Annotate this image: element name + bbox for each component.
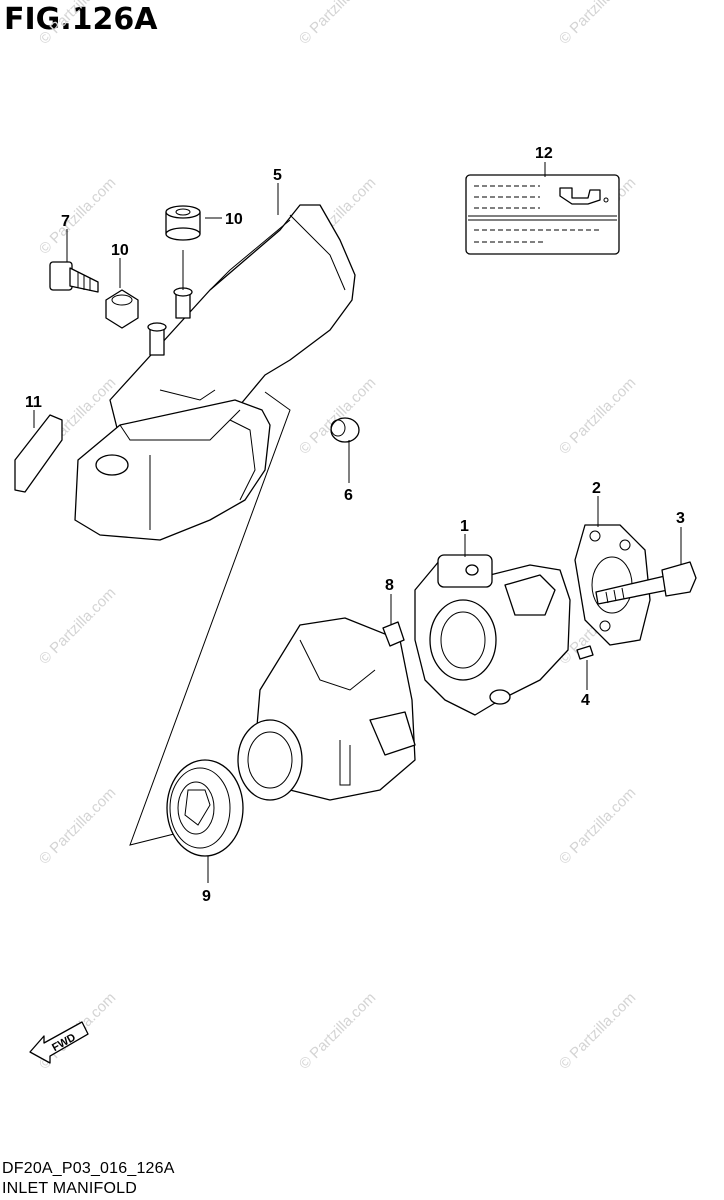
part-3-bolt bbox=[595, 561, 697, 605]
part-6-grommet bbox=[330, 417, 360, 443]
callout-3: 3 bbox=[676, 510, 685, 527]
watermark: © Partzilla.com bbox=[556, 989, 639, 1072]
part-5-silencer-case bbox=[74, 204, 356, 541]
callout-9: 9 bbox=[202, 888, 211, 905]
part-1-inlet-manifold bbox=[414, 554, 571, 716]
watermark: © Partzilla.com bbox=[36, 174, 119, 257]
watermark: © Partzilla.com bbox=[556, 0, 639, 48]
part-8-clip bbox=[382, 621, 405, 647]
watermark: © Partzilla.com bbox=[36, 784, 119, 867]
figure-title: FIG.126A bbox=[4, 2, 158, 37]
callout-10-upper: 10 bbox=[225, 211, 243, 228]
part-10-grommet-upper bbox=[165, 205, 201, 241]
drawing-code: DF20A_P03_016_126A bbox=[2, 1160, 175, 1177]
watermark: © Partzilla.com bbox=[296, 0, 379, 48]
callout-7: 7 bbox=[61, 213, 70, 230]
watermark: © Partzilla.com bbox=[556, 784, 639, 867]
callout-4: 4 bbox=[581, 692, 590, 709]
callout-1: 1 bbox=[460, 518, 469, 535]
watermark: © Partzilla.com bbox=[36, 0, 119, 48]
watermark: © Partzilla.com bbox=[36, 584, 119, 667]
part-11-tape bbox=[14, 414, 63, 493]
callout-12: 12 bbox=[535, 145, 553, 162]
part-12-label-plate bbox=[465, 174, 620, 255]
section-name: INLET MANIFOLD bbox=[2, 1180, 137, 1197]
part-7-bolt bbox=[49, 261, 99, 293]
watermark: © Partzilla.com bbox=[296, 989, 379, 1072]
callout-5: 5 bbox=[273, 167, 282, 184]
callout-10-lower: 10 bbox=[111, 242, 129, 259]
part-2-gasket bbox=[574, 524, 651, 646]
callout-8: 8 bbox=[385, 577, 394, 594]
watermark: © Partzilla.com bbox=[296, 374, 379, 457]
callout-2: 2 bbox=[592, 480, 601, 497]
watermark: © Partzilla.com bbox=[556, 374, 639, 457]
callout-11: 11 bbox=[25, 394, 42, 411]
part-9-throttle-body bbox=[166, 617, 416, 857]
leader-lines bbox=[33, 162, 682, 883]
callout-6: 6 bbox=[344, 487, 353, 504]
callout-numbers: 12 5 10 7 10 11 6 2 1 3 8 4 9 bbox=[25, 145, 685, 905]
part-4-dowel-pin bbox=[576, 645, 594, 660]
part-10-grommet-lower bbox=[105, 289, 139, 329]
